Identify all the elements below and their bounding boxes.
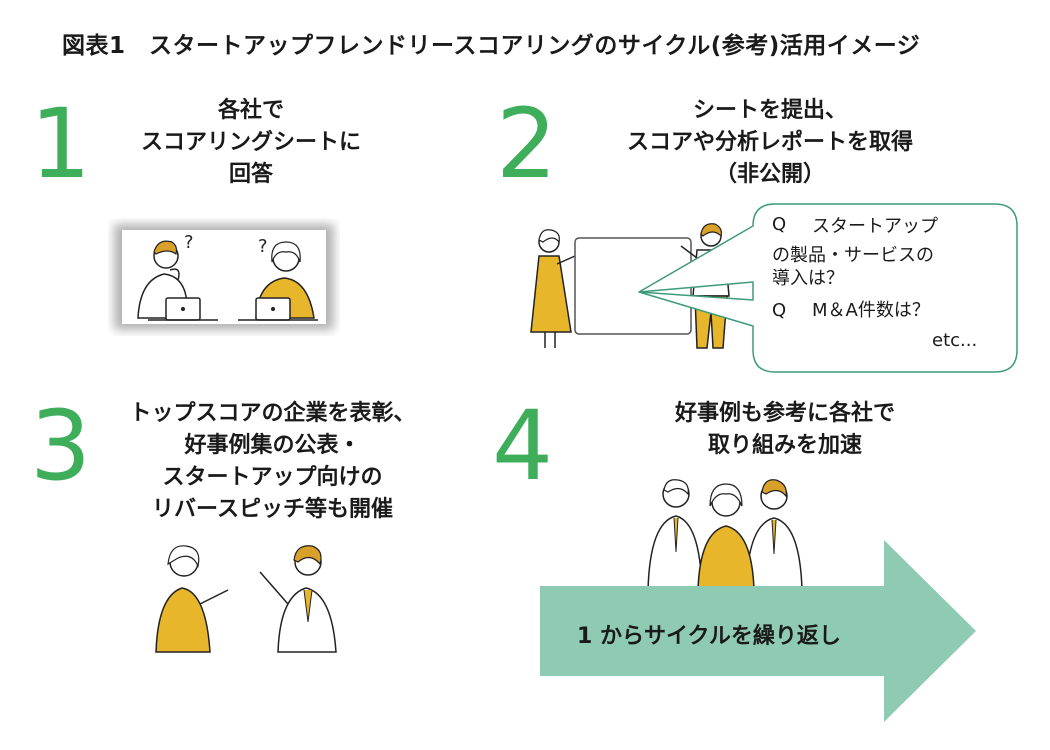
woman-pointing <box>155 545 229 653</box>
step-4-line-2: 取り組みを加速 <box>707 433 862 458</box>
step-2-number: 2 <box>496 88 558 200</box>
question-mark-icon: ? <box>258 236 268 257</box>
cycle-arrow-label: 1 からサイクルを繰り返し <box>577 624 841 649</box>
step-1-illustration: ? ? <box>114 224 334 330</box>
bubble-etc: etc... <box>932 330 978 351</box>
person-left <box>647 479 703 590</box>
step-4-number: 4 <box>492 390 554 502</box>
step-2-line-2: スコアや分析レポートを取得 <box>626 130 913 155</box>
step-3-line-1: トップスコアの企業を表彰、 <box>129 401 416 426</box>
step-4-text: 好事例も参考に各社で 取り組みを加速 <box>620 398 950 462</box>
step-4-illustration <box>647 479 803 590</box>
step-1-number: 1 <box>30 88 92 200</box>
presenter-woman <box>530 229 576 348</box>
step-1-line-2: スコアリングシートに <box>140 130 361 155</box>
bubble-q1-line-2: の製品・サービスの <box>772 245 934 266</box>
step-2-line-3: （非公開） <box>714 162 825 187</box>
step-1-text: 各社で スコアリングシートに 回答 <box>96 95 406 191</box>
step-3-line-2: 好事例集の公表・ <box>184 433 361 458</box>
step-2-illustration <box>530 223 730 349</box>
step-3-line-4: リバースピッチ等も開催 <box>152 497 393 522</box>
step-3-text: トップスコアの企業を表彰、 好事例集の公表・ スタートアップ向けの リバースピッ… <box>100 398 445 526</box>
bubble-q1-line-3: 導入は？ <box>772 268 844 289</box>
person-right <box>745 479 803 590</box>
bubble-q2-label: Q <box>772 300 787 321</box>
page-title: 図表1 スタートアップフレンドリースコアリングのサイクル(参考)活用イメージ <box>62 33 921 59</box>
step-1-line-1: 各社で <box>217 98 284 123</box>
step-1-line-3: 回答 <box>228 162 273 187</box>
step-3-line-3: スタートアップ向けの <box>162 465 383 490</box>
bubble-q1-label: Q <box>772 214 787 235</box>
cycle-arrow-icon <box>540 540 976 722</box>
speech-bubble-icon <box>638 203 1018 373</box>
man-pointing <box>259 545 337 653</box>
step-3-number: 3 <box>30 390 92 502</box>
bubble-q1-line-1: スタートアップ <box>812 216 938 237</box>
step-2-line-1: シートを提出、 <box>692 98 847 123</box>
question-mark-icon: ? <box>184 232 194 253</box>
laptop-icon <box>148 297 218 321</box>
step-2-text: シートを提出、 スコアや分析レポートを取得 （非公開） <box>580 95 960 191</box>
step-4-line-1: 好事例も参考に各社で <box>674 401 895 426</box>
bubble-q2-text: M＆A件数は？ <box>812 300 930 321</box>
person-center <box>697 483 755 590</box>
step-3-illustration <box>155 545 337 653</box>
laptop-icon <box>238 297 318 321</box>
